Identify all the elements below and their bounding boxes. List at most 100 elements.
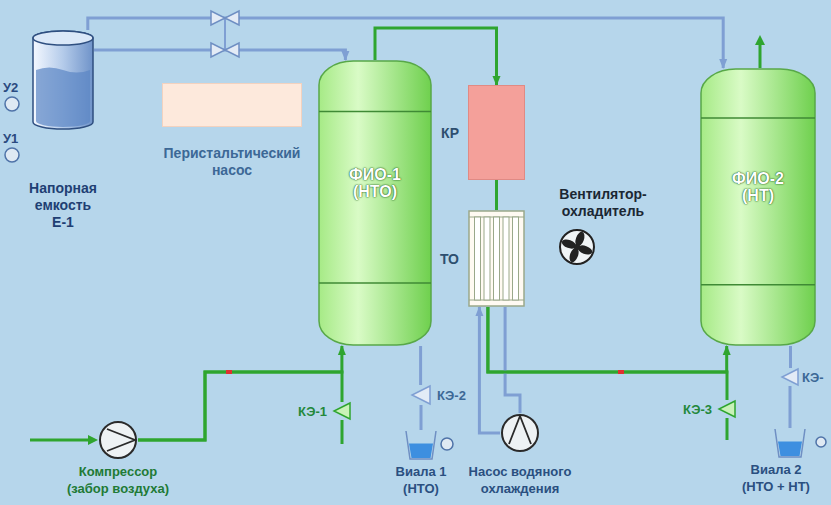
graphic-part (100, 422, 136, 458)
node-label: Вентилятор-охладитель (533, 186, 673, 220)
pipe-line (789, 386, 792, 428)
graphic-part (406, 431, 436, 459)
graphic-part (469, 86, 525, 180)
graphic-part (33, 31, 93, 45)
graphic-part (503, 217, 509, 300)
graphic-part (782, 369, 798, 385)
node-label: КЭ-2 (437, 387, 466, 404)
graphic-part (409, 444, 433, 459)
graphic-part (412, 386, 430, 404)
graphic-part (475, 217, 481, 300)
valve-symbol (225, 11, 239, 25)
graphic-part (719, 401, 735, 417)
graphic-part (778, 442, 802, 457)
node-label: Напорная емкость Е-1 (23, 180, 103, 231)
shape-outline (162, 83, 302, 127)
node-label: КЭ- (802, 369, 824, 386)
graphic-part (107, 429, 135, 451)
graphic-part (574, 244, 580, 250)
pipe-line (505, 307, 520, 413)
red-marker (226, 370, 232, 374)
vial-sensor (816, 437, 826, 447)
graphic-part (469, 211, 524, 306)
graphic-part (775, 429, 805, 457)
column-vessel: ФИО-1 (НТО) (318, 60, 432, 346)
graphic-part (701, 69, 815, 345)
shape-outline (468, 85, 525, 180)
pipe-line (138, 372, 342, 440)
graphic-part (163, 84, 302, 127)
pipe-line (495, 180, 498, 210)
sensor-label: У1 (3, 131, 18, 147)
pipe-line (419, 346, 422, 385)
shape-outline (781, 368, 799, 386)
graphic-part (484, 217, 490, 300)
graphic-part (494, 217, 500, 300)
air-intake-line (30, 439, 90, 442)
shape-outline (333, 402, 351, 420)
pipe-line (488, 307, 727, 400)
valve-symbol (211, 11, 225, 25)
shape-outline (318, 60, 432, 346)
graphic-part (560, 230, 594, 264)
graphic-part (513, 217, 519, 300)
shape-outline (773, 428, 807, 458)
drain-line (341, 420, 344, 444)
pipe-line (420, 405, 423, 430)
sample-vial: Виала 2 (НТО + НТ) (773, 428, 807, 458)
shape-outline (558, 228, 596, 266)
bypass-stem (224, 18, 226, 50)
graphic-part (36, 68, 90, 127)
graphic-part (509, 416, 531, 444)
node-label: Перистальтический насос (147, 145, 317, 179)
shape-outline (32, 30, 94, 130)
node-label: Виала 1 (НТО) (389, 463, 453, 497)
sample-vial: Виала 1 (НТО) (404, 430, 438, 460)
graphic-part (334, 403, 350, 419)
cooling-fan: Вентилятор-охладитель (558, 228, 596, 266)
compressor-symbol: Компрессор (забор воздуха) (98, 420, 138, 460)
valve-symbol (211, 43, 225, 57)
node-label: Насос водяного охлаждения (455, 463, 585, 497)
node-label: КЭ-1 (298, 403, 327, 420)
pipe-line (88, 18, 723, 68)
heat-exchanger: ТО (468, 210, 525, 307)
pipe-line (138, 346, 342, 440)
pipe-line (789, 346, 792, 368)
red-marker (618, 370, 624, 374)
valve-symbol (225, 43, 239, 57)
reactor-box: КР (468, 85, 525, 180)
node-label: Виала 2 (НТО + НТ) (734, 461, 818, 495)
column-vessel: ФИО-2 (НТ) (700, 68, 816, 346)
check-valve: КЭ-2 (411, 385, 431, 405)
check-valve: КЭ-1 (333, 402, 351, 420)
air-intake-arrow (88, 435, 98, 445)
outlet-line (759, 44, 762, 68)
node-label: Компрессор (забор воздуха) (60, 463, 176, 497)
peristaltic-pump: Перистальтический насос (162, 83, 302, 127)
graphic-part (701, 284, 815, 286)
shape-outline (468, 210, 525, 307)
node-label: КЭ-3 (683, 401, 712, 418)
shape-outline (500, 413, 540, 453)
graphic-part (319, 111, 431, 113)
drain-line (726, 418, 729, 440)
node-label: ФИО-2 (НТ) (722, 170, 794, 204)
sensor-label: У2 (3, 80, 18, 96)
graphic-part (319, 61, 431, 345)
shape-outline (700, 68, 816, 346)
graphic-part (33, 31, 93, 129)
shape-outline (404, 430, 438, 460)
check-valve: КЭ- (781, 368, 799, 386)
level-sensor (5, 97, 19, 111)
shape-outline (98, 420, 138, 460)
shape-outline (411, 385, 431, 405)
feed-tank: Напорная емкость Е-1 (32, 30, 94, 130)
graphic-part (701, 117, 815, 119)
graphic-part (319, 282, 431, 284)
pipe-line (488, 307, 727, 372)
node-label: ФИО-1 (НТО) (339, 166, 411, 200)
level-sensor (5, 148, 19, 162)
vial-sensor (441, 438, 453, 450)
